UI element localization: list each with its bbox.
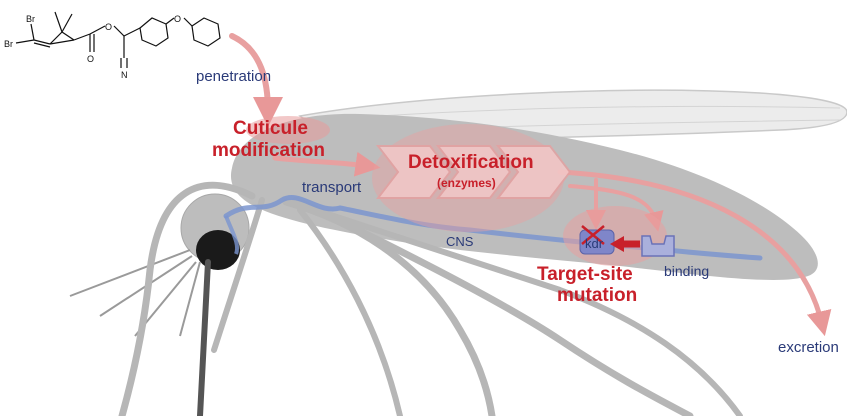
target-site-label-line1: Target-site [537,264,633,285]
kdr-label: kdr [585,236,604,251]
cuticle-label-line2: modification [212,140,325,161]
cns-label: CNS [446,234,474,249]
detox-subtitle: (enzymes) [437,176,496,190]
molecule-atom-n: N [121,70,128,80]
molecule-atom-o-ether: O [174,14,181,24]
molecule-atom-br-left: Br [4,39,13,49]
molecule-atom-br-top: Br [26,14,35,24]
penetration-label: penetration [196,68,271,85]
cuticle-label-line1: Cuticule [233,118,308,139]
transport-label: transport [302,179,362,196]
detox-title: Detoxification [408,152,534,173]
mosquito-proboscis [200,262,208,416]
molecule-atom-o-ester: O [105,22,112,32]
target-site-label-line2: mutation [557,285,637,306]
molecule-atom-o-carbonyl: O [87,54,94,64]
insecticide-molecule [16,12,220,68]
binding-label: binding [664,263,709,279]
excretion-label: excretion [778,339,839,356]
